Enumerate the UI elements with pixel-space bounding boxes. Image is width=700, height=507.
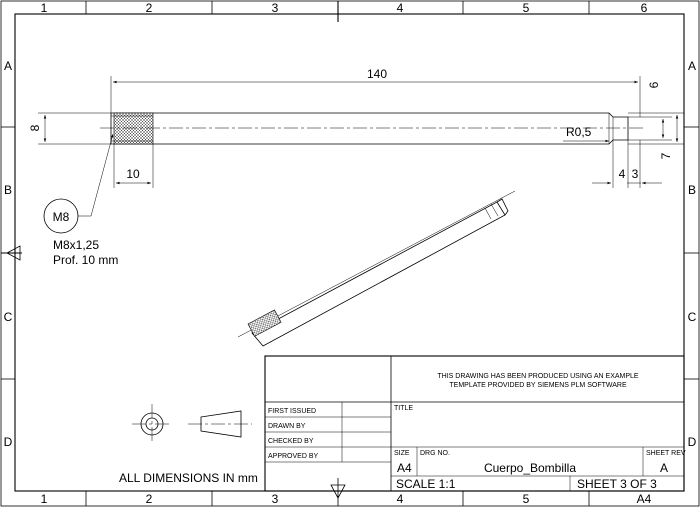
sheet-rev-value: A <box>660 461 668 475</box>
template-note-line2: TEMPLATE PROVIDED BY SIEMENS PLM SOFTWAR… <box>449 382 627 389</box>
title-block: THIS DRAWING HAS BEEN PRODUCED USING AN … <box>264 355 686 506</box>
sheet-rev-label: SHEET REV <box>646 450 686 457</box>
zone-col-2-top: 2 <box>146 1 153 15</box>
zone-col-5-bottom: 5 <box>523 492 530 506</box>
zone-row-b-right: B <box>688 183 696 197</box>
zone-row-b-left: B <box>4 183 12 197</box>
checked-by-label: CHECKED BY <box>268 438 314 445</box>
front-view: 140 8 10 6 7 R0,5 4 3 <box>28 67 684 188</box>
zone-row-d-left: D <box>4 435 13 449</box>
dim-tip-diameter-7: 7 <box>659 152 673 159</box>
zone-col-1-bottom: 1 <box>41 492 48 506</box>
dim-overall-length: 140 <box>367 67 387 81</box>
all-dimensions-note: ALL DIMENSIONS IN mm <box>119 471 258 485</box>
zone-row-d-right: D <box>688 435 697 449</box>
thread-callout: M8 M8x1,25 Prof. 10 mm <box>43 133 118 267</box>
size-label: SIZE <box>394 450 410 457</box>
dim-tip-length-4: 4 <box>619 167 626 181</box>
dim-body-diameter: 8 <box>28 124 42 131</box>
first-issued-label: FIRST ISSUED <box>268 408 316 415</box>
isometric-threaded-section <box>247 309 282 337</box>
zone-row-c-left: C <box>4 310 13 324</box>
zone-col-3-bottom: 3 <box>272 492 279 506</box>
dim-thread-length: 10 <box>126 167 140 181</box>
drg-no-label: DRG NO. <box>420 450 450 457</box>
threaded-section <box>113 112 154 145</box>
thread-spec-line2: Prof. 10 mm <box>53 253 118 267</box>
zone-row-a-right: A <box>688 59 696 73</box>
dim-radius: R0,5 <box>566 125 592 139</box>
template-note-line1: THIS DRAWING HAS BEEN PRODUCED USING AN … <box>437 373 639 380</box>
zone-col-1-top: 1 <box>41 1 48 15</box>
zone-col-3-top: 3 <box>272 1 279 15</box>
size-value: A4 <box>397 461 412 475</box>
zone-col-4-top: 4 <box>397 1 404 15</box>
zone-row-a-left: A <box>4 59 12 73</box>
dim-tip-diameter-6: 6 <box>647 81 661 88</box>
zone-col-4-bottom: 4 <box>397 492 404 506</box>
zone-col-5-top: 5 <box>523 1 530 15</box>
paper-size-value: A4 <box>637 492 652 506</box>
callout-balloon-label: M8 <box>53 210 70 224</box>
zone-col-2-bottom: 2 <box>146 492 153 506</box>
thread-spec-line1: M8x1,25 <box>53 238 99 252</box>
zone-row-c-right: C <box>688 310 697 324</box>
approved-by-label: APPROVED BY <box>268 453 319 460</box>
drg-no-value: Cuerpo_Bombilla <box>484 461 576 475</box>
sheet-number-value: SHEET 3 OF 3 <box>577 477 657 491</box>
zone-labels: 1 2 3 4 5 6 1 2 3 4 5 A B C D A B C D <box>4 1 697 506</box>
projection-symbol <box>132 404 252 444</box>
dim-tip-length-3: 3 <box>632 167 639 181</box>
centering-mark-left <box>6 245 21 261</box>
centering-mark-bottom <box>330 478 346 506</box>
isometric-view <box>237 190 516 347</box>
title-label: TITLE <box>394 405 413 412</box>
zone-col-6-top: 6 <box>641 1 648 15</box>
drawn-by-label: DRAWN BY <box>268 423 306 430</box>
scale-value: SCALE 1:1 <box>396 477 456 491</box>
